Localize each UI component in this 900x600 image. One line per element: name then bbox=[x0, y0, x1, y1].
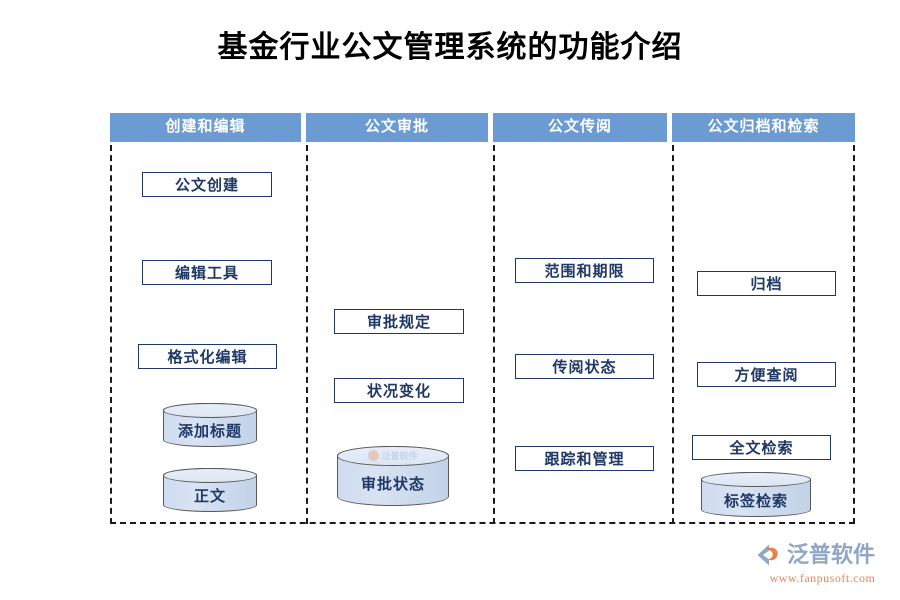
cylinder-top-ellipse bbox=[163, 403, 257, 418]
brand-logo: 泛普软件 www.fanpusoft.com bbox=[755, 540, 890, 588]
column-header-2[interactable]: 公文传阅 bbox=[493, 113, 667, 142]
node-label: 标签检索 bbox=[723, 493, 788, 510]
column-separator-3 bbox=[672, 145, 674, 524]
node-label: 添加标题 bbox=[177, 424, 242, 441]
column-body-2: 范围和期限传阅状态跟踪和管理 bbox=[493, 145, 672, 524]
column-body-3: 归档方便查阅全文检索标签检索 bbox=[672, 145, 855, 524]
cylinder-top-ellipse bbox=[701, 472, 811, 488]
brand-row: 泛普软件 bbox=[755, 540, 890, 570]
fanpu-swirl-icon bbox=[755, 541, 783, 569]
cylinder-top-ellipse bbox=[163, 468, 257, 483]
node-label: 审批状态 bbox=[360, 477, 425, 494]
node-label: 传阅状态 bbox=[552, 360, 617, 376]
node-label: 全文检索 bbox=[729, 441, 794, 457]
process-node[interactable]: 归档 bbox=[697, 271, 836, 296]
node-label: 方便查阅 bbox=[734, 368, 799, 384]
column-separator-2 bbox=[493, 145, 495, 524]
column-body-0: 公文创建编辑工具格式化编辑添加标题正文 bbox=[110, 145, 306, 524]
node-label: 审批规定 bbox=[366, 315, 431, 331]
column-header-0[interactable]: 创建和编辑 bbox=[110, 113, 301, 142]
node-label: 格式化编辑 bbox=[167, 350, 248, 366]
column-separator-1 bbox=[306, 145, 308, 524]
process-node[interactable]: 审批规定 bbox=[334, 309, 464, 334]
brand-url: www.fanpusoft.com bbox=[769, 571, 876, 585]
node-label: 正文 bbox=[193, 489, 226, 506]
process-node[interactable]: 状况变化 bbox=[334, 378, 464, 403]
node-label: 范围和期限 bbox=[544, 264, 625, 280]
process-node[interactable]: 全文检索 bbox=[692, 435, 831, 460]
column-header-3[interactable]: 公文归档和检索 bbox=[672, 113, 855, 142]
column-header-1[interactable]: 公文审批 bbox=[306, 113, 488, 142]
datastore-node[interactable]: 添加标题 bbox=[163, 403, 257, 447]
functional-diagram: 创建和编辑 公文审批 公文传阅 公文归档和检索 公文创建编辑工具格式化编辑添加标… bbox=[110, 113, 855, 524]
node-label: 公文创建 bbox=[174, 178, 239, 194]
cylinder-top-ellipse bbox=[337, 446, 449, 467]
node-label: 跟踪和管理 bbox=[544, 452, 625, 468]
process-node[interactable]: 格式化编辑 bbox=[138, 344, 277, 369]
node-label: 编辑工具 bbox=[174, 266, 239, 282]
process-node[interactable]: 范围和期限 bbox=[515, 258, 654, 283]
process-node[interactable]: 方便查阅 bbox=[697, 362, 836, 387]
brand-name: 泛普软件 bbox=[787, 542, 876, 567]
node-label: 归档 bbox=[750, 277, 783, 293]
datastore-node[interactable]: 正文 bbox=[163, 468, 257, 512]
datastore-node[interactable]: 标签检索 bbox=[701, 472, 811, 517]
diagram-frame bbox=[110, 145, 855, 524]
page-title: 基金行业公文管理系统的功能介绍 bbox=[217, 31, 683, 64]
process-node[interactable]: 传阅状态 bbox=[515, 354, 654, 379]
datastore-node[interactable]: 泛普软件审批状态 bbox=[337, 446, 449, 506]
process-node[interactable]: 编辑工具 bbox=[142, 260, 272, 285]
column-header-row: 创建和编辑 公文审批 公文传阅 公文归档和检索 bbox=[110, 113, 855, 142]
column-body-1: 审批规定状况变化泛普软件审批状态 bbox=[306, 145, 493, 524]
node-label: 状况变化 bbox=[366, 384, 431, 400]
process-node[interactable]: 跟踪和管理 bbox=[515, 446, 654, 471]
process-node[interactable]: 公文创建 bbox=[142, 172, 272, 197]
